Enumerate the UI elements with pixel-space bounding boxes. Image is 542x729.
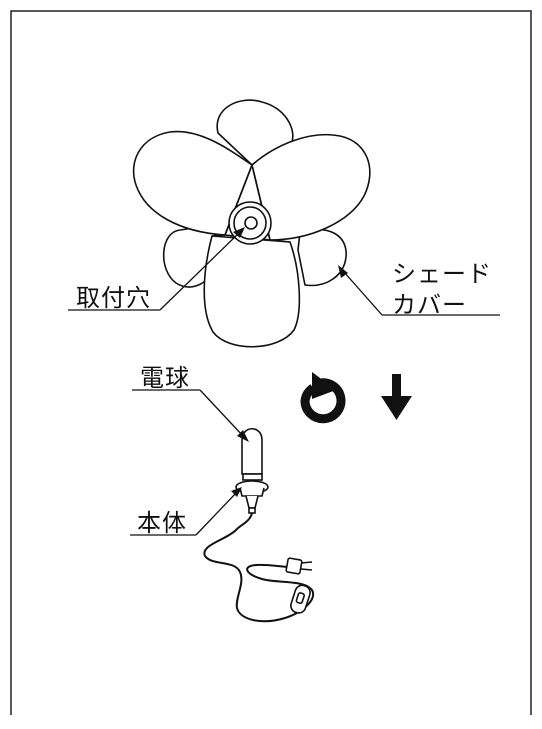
socket-body-illustration xyxy=(235,473,269,514)
shade-cover-label-line1: シェード xyxy=(392,260,492,288)
mount-hole-label: 取付穴 xyxy=(76,284,151,312)
mount-hole-illustration xyxy=(228,201,272,245)
bulb-arrowhead xyxy=(237,430,249,442)
shade-cover-leader xyxy=(343,271,500,316)
shade-cover-illustration xyxy=(132,99,371,348)
body-label: 本体 xyxy=(137,509,187,537)
shade-petal-right xyxy=(251,133,371,241)
bulb-label: 電球 xyxy=(140,364,190,392)
body-leader xyxy=(130,491,238,536)
diagram-border xyxy=(10,10,532,715)
shade-cover-arrowhead xyxy=(338,265,348,278)
rotate-clockwise-arrow-icon xyxy=(300,372,346,424)
bulb-leader xyxy=(132,389,245,438)
shade-petal-left xyxy=(132,130,253,236)
shade-back-petal-right xyxy=(297,228,347,287)
mount-hole-leader xyxy=(68,231,241,311)
down-arrow-icon xyxy=(381,374,412,420)
shade-petal-bottom xyxy=(203,235,301,348)
body-arrowhead xyxy=(231,487,242,497)
inline-switch-illustration xyxy=(290,584,311,614)
plug-illustration xyxy=(285,557,313,575)
power-cord xyxy=(203,512,315,623)
shade-cover-label-line2: カバー xyxy=(392,291,467,319)
mount-hole-arrowhead xyxy=(233,227,245,238)
